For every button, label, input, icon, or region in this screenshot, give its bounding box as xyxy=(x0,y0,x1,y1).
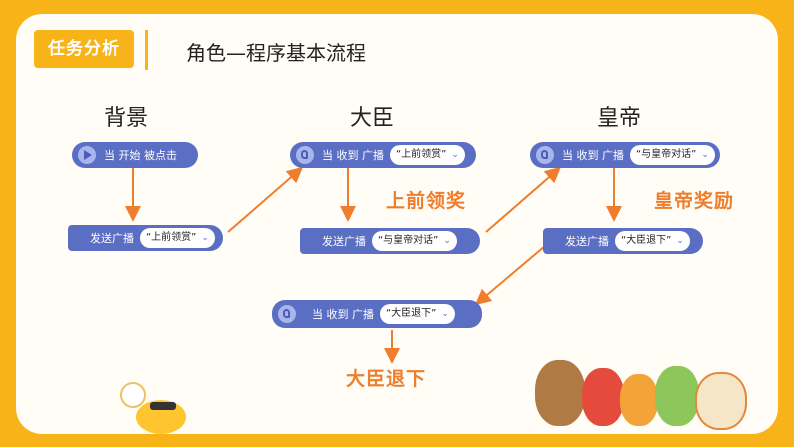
message-dropdown[interactable]: “上前领赏” ⌄ xyxy=(390,145,465,165)
block-text: 当 收到 广播 xyxy=(312,308,374,321)
play-icon xyxy=(78,146,96,164)
block-text: 当 收到 广播 xyxy=(562,149,624,162)
block-when-start-clicked[interactable]: 当 开始 被点击 xyxy=(72,142,198,168)
block-text: 当 开始 被点击 xyxy=(104,149,177,162)
block-text: 发送广播 xyxy=(90,232,134,245)
chevron-down-icon: ⌄ xyxy=(701,150,709,160)
block-when-receive-broadcast[interactable]: 当 收到 广播 “大臣退下” ⌄ xyxy=(272,300,482,328)
content-card xyxy=(16,14,778,434)
arrow-bg-to-minister xyxy=(227,166,304,233)
block-broadcast-send[interactable]: 发送广播 “与皇帝对话” ⌄ xyxy=(300,228,480,254)
ear-icon xyxy=(296,146,314,164)
step-label: 皇帝奖励 xyxy=(654,190,735,212)
block-broadcast-send[interactable]: 发送广播 “上前领赏” ⌄ xyxy=(68,225,223,251)
message-value: “与皇帝对话” xyxy=(636,149,697,160)
message-dropdown[interactable]: “大臣退下” ⌄ xyxy=(380,304,455,324)
message-value: “大臣退下” xyxy=(621,235,672,246)
block-broadcast-send[interactable]: 发送广播 “大臣退下” ⌄ xyxy=(543,228,703,254)
block-when-receive-broadcast[interactable]: 当 收到 广播 “上前领赏” ⌄ xyxy=(290,142,476,168)
chevron-down-icon: ⌄ xyxy=(443,236,451,246)
message-dropdown[interactable]: “与皇帝对话” ⌄ xyxy=(372,231,457,251)
message-value: “上前领赏” xyxy=(146,232,197,243)
message-dropdown[interactable]: “与皇帝对话” ⌄ xyxy=(630,145,715,165)
column-heading-minister: 大臣 xyxy=(350,106,395,131)
section-badge: 任务分析 xyxy=(34,30,134,68)
block-text: 发送广播 xyxy=(322,235,366,248)
step-label: 大臣退下 xyxy=(346,368,427,390)
chevron-down-icon: ⌄ xyxy=(676,236,684,246)
step-label: 上前领奖 xyxy=(386,190,467,212)
column-heading-emperor: 皇帝 xyxy=(597,106,642,131)
message-value: “上前领赏” xyxy=(396,149,447,160)
arrow-minister-to-emperor xyxy=(485,166,562,233)
page-title: 角色—程序基本流程 xyxy=(186,41,366,65)
title-divider xyxy=(145,30,148,70)
column-heading-background: 背景 xyxy=(104,106,149,131)
chevron-down-icon: ⌄ xyxy=(451,150,459,160)
ear-icon xyxy=(278,305,296,323)
message-dropdown[interactable]: “上前领赏” ⌄ xyxy=(140,228,215,248)
block-text: 发送广播 xyxy=(565,235,609,248)
ear-icon xyxy=(536,146,554,164)
arrow-emperor-to-minister xyxy=(474,245,546,306)
message-value: “大臣退下” xyxy=(386,308,437,319)
message-dropdown[interactable]: “大臣退下” ⌄ xyxy=(615,231,690,251)
chevron-down-icon: ⌄ xyxy=(201,233,209,243)
chevron-down-icon: ⌄ xyxy=(441,309,449,319)
message-value: “与皇帝对话” xyxy=(378,235,439,246)
block-when-receive-broadcast[interactable]: 当 收到 广播 “与皇帝对话” ⌄ xyxy=(530,142,720,168)
block-text: 当 收到 广播 xyxy=(322,149,384,162)
